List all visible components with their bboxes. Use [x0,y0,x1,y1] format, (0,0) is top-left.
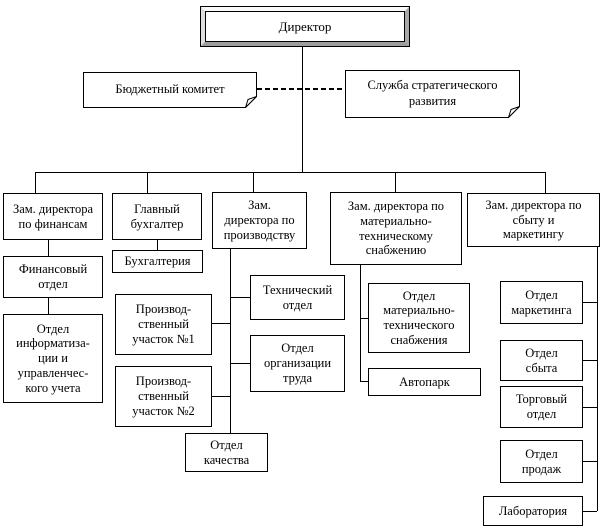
org-box-production-site-1: Производ- ственный участок №1 [115,294,212,355]
org-box-quality-department: Отдел качества [185,433,268,472]
connector-vehicle-fleet [360,381,368,382]
connector-accounting [157,240,158,250]
connector-finance-1 [48,240,49,256]
org-box-sales-department: Отдел сбыта [500,340,583,381]
director-bevel-frame: Директор [201,7,409,46]
connector-trade-department [583,407,597,408]
budget-committee-label: Бюджетный комитет [115,82,225,97]
connector-drop-production [253,172,254,192]
org-box-marketing-department: Отдел маркетинга [500,281,583,324]
org-box-chief-accountant: Главный бухгалтер [112,193,202,240]
org-box-supply-department: Отдел материально- технического снабжени… [368,283,470,353]
connector-production-site-1 [212,323,230,324]
org-box-production-site-2: Производ- ственный участок №2 [115,366,212,427]
connector-supply-spine [360,265,361,382]
org-box-accounting-department: Бухгалтерия [112,250,203,273]
org-box-strategic-development-service: Служба стратегического развития [345,70,520,118]
org-box-informatization-department: Отдел информатиза- ции и управленчес- ко… [3,314,103,403]
org-box-deputy-director-supply: Зам. директора по материально- техническ… [330,192,462,265]
connector-drop-accountant [147,172,148,193]
connector-sales-department [583,360,597,361]
dashed-connector-staff [257,88,345,90]
connector-technical-department [230,297,250,298]
org-box-deputy-director-production: Зам. директора по производству [212,192,307,249]
connector-drop-finance [35,172,36,193]
strategic-development-service-label: Служба стратегического развития [367,78,498,108]
connector-production-site-2 [212,396,230,397]
connector-drop-supply [395,172,396,192]
org-box-technical-department: Технический отдел [250,275,345,320]
folded-corner-shape [83,72,257,108]
org-box-sales-office: Отдел продаж [500,440,583,483]
org-box-deputy-director-finance: Зам. директора по финансам [3,193,103,240]
connector-marketing-department [583,302,597,303]
connector-finance-2 [48,298,49,314]
connector-sales-spine [597,247,598,511]
org-box-director: Директор [200,6,410,47]
org-box-labor-organization-department: Отдел организации труда [250,335,345,392]
connector-drop-sales [545,172,546,193]
connector-supply-department [360,318,368,319]
connector-director-to-bus [302,47,303,172]
org-box-vehicle-fleet: Автопарк [368,368,481,396]
connector-bus [35,172,546,173]
org-box-laboratory: Лаборатория [483,496,583,526]
connector-sales-office [583,461,597,462]
folded-corner-shape [345,70,520,118]
org-box-budget-committee: Бюджетный комитет [83,72,257,108]
org-box-deputy-director-sales-marketing: Зам. директора по сбыту и маркетингу [467,193,600,247]
connector-production-spine [230,249,231,433]
org-box-trade-department: Торговый отдел [500,386,583,428]
director-label: Директор [205,11,405,42]
connector-labor-organization [230,363,250,364]
connector-laboratory [583,511,597,512]
org-box-financial-department: Финансовый отдел [3,256,103,298]
